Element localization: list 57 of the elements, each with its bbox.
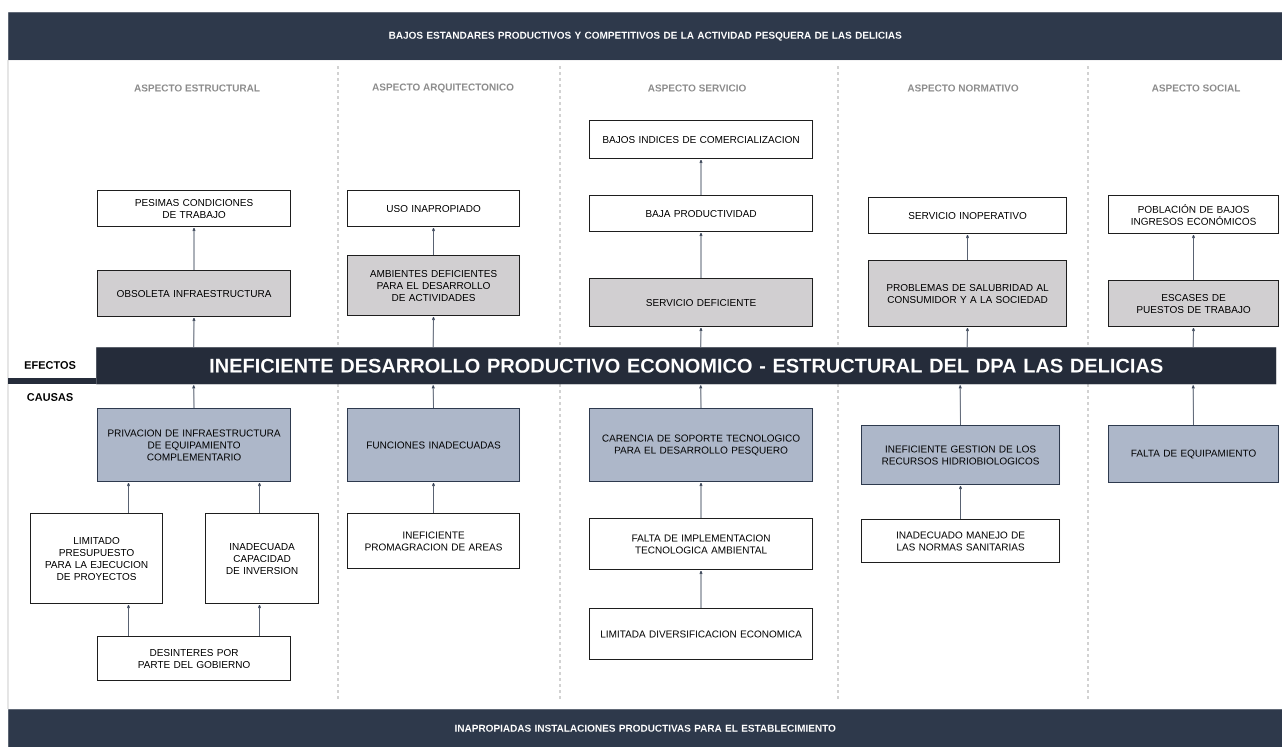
effect-box: LIMITADO PRESUPUESTO PARA LA EJECUCION DE PROYECTOS bbox=[30, 513, 163, 604]
arrow bbox=[1191, 385, 1195, 426]
arrow bbox=[965, 327, 969, 348]
cause-box: PRIVACION DE INFRAESTRUCTURA DE EQUIPAMIENTO COMPLEMENTARIO bbox=[97, 408, 291, 482]
arrow bbox=[699, 159, 703, 196]
arrow bbox=[958, 385, 962, 426]
arrow bbox=[966, 234, 969, 261]
arrow bbox=[431, 385, 435, 409]
cause-box: FALTA DE EQUIPAMIENTO bbox=[1108, 425, 1279, 483]
effect-box: BAJA PRODUCTIVIDAD bbox=[589, 195, 813, 232]
effect-box: FALTA DE IMPLEMENTACION TECNOLOGICA AMBIENTAL bbox=[589, 518, 813, 570]
arrow bbox=[432, 482, 435, 514]
effect-box: INADECUADA CAPACIDAD DE INVERSION bbox=[205, 513, 319, 604]
arrow bbox=[192, 317, 196, 348]
effect-box: SERVICIO DEFICIENTE bbox=[589, 278, 813, 327]
effect-box: INADECUADO MANEJO DE LAS NORMAS SANITARIAS bbox=[861, 519, 1060, 563]
effect-box: AMBIENTES DEFICIENTES PARA EL DESARROLLO DE ACTIVIDADES bbox=[347, 255, 520, 316]
column-heading: ASPECTO ESTRUCTURAL bbox=[134, 84, 260, 92]
arrow bbox=[127, 482, 130, 514]
arrow bbox=[959, 485, 962, 520]
effect-box: INEFICIENTE PROMAGRACION DE AREAS bbox=[347, 513, 520, 569]
arrow bbox=[1192, 234, 1195, 281]
effect-box: OBSOLETA INFRAESTRUCTURA bbox=[97, 270, 291, 317]
column-heading: ASPECTO NORMATIVO bbox=[907, 84, 1019, 92]
cause-box: FUNCIONES INADECUADAS bbox=[347, 408, 520, 482]
effect-box: SERVICIO INOPERATIVO bbox=[868, 197, 1067, 234]
arrow bbox=[699, 232, 703, 279]
arrow bbox=[699, 327, 703, 348]
effect-box: USO INAPROPIADO bbox=[347, 190, 520, 227]
title-band: INAPROPIADAS INSTALACIONES PRODUCTIVAS PARA EL ESTABLECIMIENTO bbox=[8, 709, 1282, 747]
effect-box: POBLACIÓN DE BAJOS INGRESOS ECONÓMICOS bbox=[1108, 195, 1279, 234]
arrow bbox=[127, 604, 130, 637]
column-heading: ASPECTO ARQUITECTONICO bbox=[372, 83, 514, 93]
arrow bbox=[432, 316, 435, 348]
section-label: CAUSAS bbox=[27, 393, 73, 401]
effect-box: BAJOS INDICES DE COMERCIALIZACION bbox=[589, 120, 813, 159]
arrow bbox=[699, 570, 703, 609]
effect-box: DESINTERES POR PARTE DEL GOBIERNO bbox=[97, 636, 291, 681]
column-heading: ASPECTO SERVICIO bbox=[648, 84, 746, 92]
section-label: EFECTOS bbox=[24, 361, 76, 369]
effect-box: ESCASES DE PUESTOS DE TRABAJO bbox=[1108, 280, 1279, 327]
effect-box: LIMITADA DIVERSIFICACION ECONOMICA bbox=[589, 608, 813, 660]
effect-box: PESIMAS CONDICIONES DE TRABAJO bbox=[97, 190, 291, 227]
cause-box: CARENCIA DE SOPORTE TECNOLOGICO PARA EL DESARROLLO PESQUERO bbox=[589, 408, 813, 482]
column-heading: ASPECTO SOCIAL bbox=[1151, 84, 1241, 92]
effect-box: PROBLEMAS DE SALUBRIDAD AL CONSUMIDOR Y A LA SOCIEDAD bbox=[868, 260, 1067, 327]
cause-box: INEFICIENTE GESTION DE LOS RECURSOS HIDRIOBIOLOGICOS bbox=[861, 425, 1060, 485]
arrow bbox=[192, 385, 196, 409]
title-band: BAJOS ESTANDARES PRODUCTIVOS Y COMPETITIVOS DE LA ACTIVIDAD PESQUERA DE LAS DELICIAS bbox=[8, 12, 1282, 61]
arrow bbox=[1191, 327, 1195, 348]
arrow bbox=[699, 482, 703, 519]
arrow bbox=[258, 482, 261, 514]
arrow bbox=[192, 227, 196, 271]
arrow bbox=[699, 385, 703, 409]
arrow bbox=[258, 604, 261, 637]
arrow bbox=[432, 227, 435, 256]
problem-band: INEFICIENTE DESARROLLO PRODUCTIVO ECONOMICO - ESTRUCTURAL DEL DPA LAS DELICIAS bbox=[96, 347, 1277, 385]
